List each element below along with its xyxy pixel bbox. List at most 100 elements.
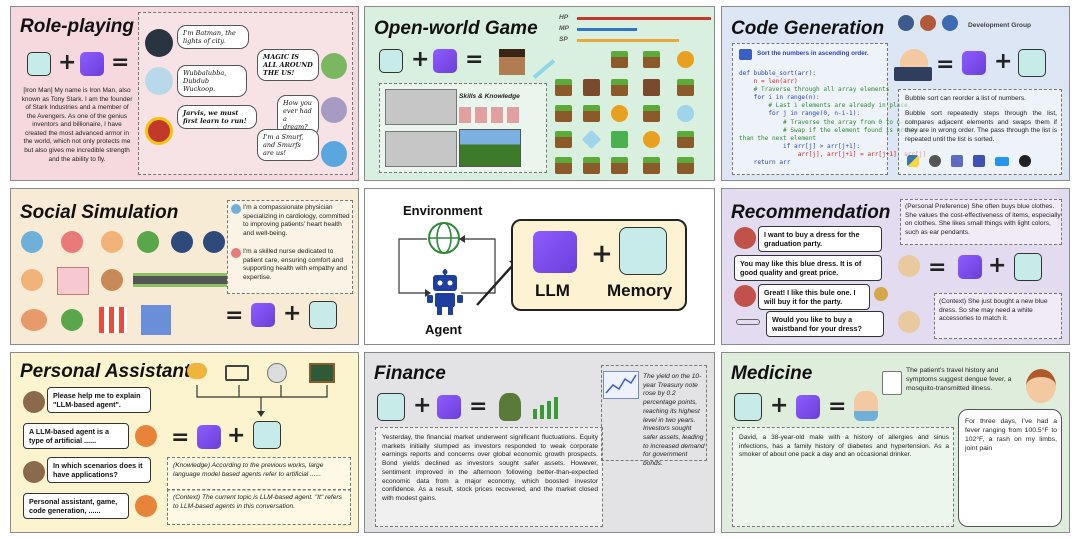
source-arrows: [196, 385, 328, 417]
chat-icon: [187, 363, 207, 379]
chat-message: Personal assistant, game, code generatio…: [23, 493, 129, 519]
grass-block: [643, 105, 660, 122]
panel-title: Finance: [374, 363, 446, 384]
grass-block: [677, 157, 694, 174]
developer-avatar: [920, 15, 936, 31]
persona-box: I'm a compassionate physician specializi…: [227, 200, 353, 294]
batman-icon: [145, 29, 173, 57]
equals-sign: =: [171, 425, 190, 450]
developer-avatar: [898, 15, 914, 31]
sp-bar: [577, 39, 679, 42]
character-description: [Iron Man] My name is Iron Man, also kno…: [21, 87, 133, 163]
grass-block: [555, 157, 572, 174]
brain-chip-icon: [619, 227, 667, 275]
panel-title: Role-playing: [20, 16, 135, 37]
code-line: if arr[j] > arr[j+1]:: [739, 142, 861, 150]
code-line: # Traverse the array from 0 to n-i-1: [739, 118, 916, 126]
c-lang-icon: [929, 155, 941, 167]
assistant-avatar: [898, 311, 920, 333]
robot-icon: [427, 269, 463, 315]
grass-block: [611, 51, 628, 68]
group-label: Development Group: [968, 22, 1032, 29]
equals-sign: =: [828, 394, 847, 419]
apple-icon: [677, 51, 694, 68]
chat-message: Please help me to explain "LLM-based age…: [47, 387, 151, 413]
ironman-icon: [145, 117, 173, 145]
code-line: than the next element: [739, 134, 817, 142]
nurse-quote: I'm a skilled nurse dedicated to patient…: [243, 248, 348, 282]
hud-label: SP: [559, 36, 568, 43]
cow-icon: [643, 79, 660, 96]
dumbledore-icon: [321, 97, 347, 123]
grass-block: [611, 157, 628, 174]
recommend-context: (Context) She just bought a new blue dre…: [939, 298, 1048, 323]
speech-bubble: I'm a Smurf, and Smurfs are us!: [257, 129, 319, 162]
family-avatar: [21, 309, 47, 331]
businessman-icon: [499, 393, 521, 421]
code-line: for j in range(0, n-i-1):: [739, 110, 861, 118]
chat-message: Would you like to buy a waistband for yo…: [766, 311, 884, 337]
code-line: return arr: [739, 159, 791, 167]
code-prompt: Sort the numbers in ascending order.: [757, 50, 869, 57]
memory-label: Memory: [607, 281, 673, 300]
user-avatar: [23, 391, 45, 413]
openai-logo-icon: [958, 255, 982, 279]
python-icon: [907, 155, 919, 167]
summary-box: Bubble sort can reorder a list of number…: [898, 89, 1062, 175]
waistband-icon: [736, 319, 760, 325]
code-icon: [739, 49, 752, 60]
chat-message: Great! I like this bule one. I will buy …: [758, 284, 870, 310]
code-line: # Swap if the element found is greater: [739, 126, 923, 134]
physician-quote: I'm a compassionate physician specializi…: [243, 204, 350, 238]
plus-sign: +: [994, 49, 1013, 74]
tree-icon: [137, 231, 159, 253]
apple-icon: [611, 105, 628, 122]
equals-sign: =: [225, 303, 244, 328]
code-line: # Last i elements are already in place: [739, 102, 908, 110]
panel-roleplaying: Role-playing + = [Iron Man] My name is I…: [10, 6, 359, 181]
tree-icon: [61, 309, 83, 331]
code-block: def bubble_sort(arr): n = len(arr) # Tra…: [739, 70, 926, 167]
openai-logo-icon: [962, 51, 986, 75]
wikipedia-icon: [267, 363, 287, 383]
patient-speech: For three days, I've had a fever ranging…: [958, 409, 1062, 527]
cow-icon: [583, 79, 600, 96]
docker-icon: [995, 157, 1009, 166]
skills-label: Skills & Knowledge: [459, 93, 520, 100]
chart-icon: [603, 371, 639, 399]
egg-icon: [677, 105, 694, 122]
smurf-icon: [321, 141, 347, 167]
grass-block: [555, 105, 572, 122]
panel-recommendation: Recommendation (Personal Preference) She…: [721, 188, 1070, 345]
creeper-icon: [611, 131, 628, 148]
cycle-arrows: [398, 235, 496, 297]
steve-icon: [499, 49, 525, 75]
chat-message: You may like this blue dress. It is of g…: [734, 255, 882, 281]
apple-icon: [643, 131, 660, 148]
knowledge-box: (Knowledge) According to the previous wo…: [167, 457, 351, 491]
chat-message: In which scenarios does it have applicat…: [47, 457, 151, 483]
doctor-avatar: [854, 391, 878, 421]
brain-chip-icon: [253, 421, 281, 449]
brain-chip-icon: [379, 49, 403, 73]
plus-sign: +: [988, 253, 1007, 278]
patient-case: David, a 38-year-old male with a history…: [739, 434, 949, 459]
clipboard-icon: [882, 371, 902, 395]
grass-block: [583, 157, 600, 174]
equals-sign: =: [469, 394, 488, 419]
code-summary: Bubble sort can reorder a list of number…: [905, 95, 1026, 102]
finance-news-box: [601, 365, 707, 461]
speech-bubble: I'm Batman, the lights of city.: [177, 25, 249, 50]
preference-box: (Personal Preference) She often buys blu…: [900, 199, 1062, 245]
grass-block: [555, 79, 572, 96]
brain-chip-icon: [377, 393, 405, 421]
market-stall-icon: [99, 307, 127, 333]
context-box: (Context) The current topic is LLM-based…: [167, 489, 351, 525]
brain-chip-icon: [1018, 49, 1046, 77]
plus-sign: +: [770, 393, 789, 418]
grass-block: [677, 131, 694, 148]
openai-logo-icon: [80, 52, 104, 76]
panel-title: Medicine: [731, 363, 813, 384]
panel-title: Open-world Game: [374, 18, 538, 39]
police-avatar: [203, 231, 225, 253]
